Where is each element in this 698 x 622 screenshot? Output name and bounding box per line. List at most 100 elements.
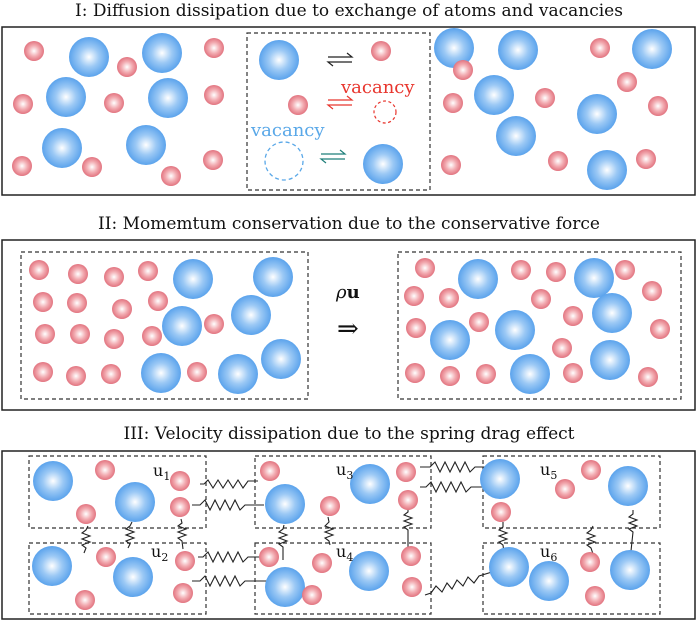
small-red-atom xyxy=(35,324,55,344)
large-blue-atom xyxy=(142,33,182,73)
small-red-atom xyxy=(82,157,102,177)
small-red-atom xyxy=(402,577,422,597)
small-red-atom xyxy=(617,72,637,92)
small-red-atom xyxy=(204,314,224,334)
spring xyxy=(323,516,335,546)
equilibrium-arrow-red xyxy=(326,95,354,110)
large-blue-atom xyxy=(261,339,301,379)
small-red-atom xyxy=(312,553,332,573)
large-blue-atom xyxy=(610,550,650,590)
small-red-atom xyxy=(66,366,86,386)
small-red-atom xyxy=(440,366,460,386)
large-blue-atom xyxy=(434,28,474,68)
panel3-title: III: Velocity dissipation due to the spr… xyxy=(123,424,575,444)
small-red-atom xyxy=(401,546,421,566)
spring xyxy=(420,480,490,494)
small-red-atom xyxy=(170,471,190,491)
vacancy-blue-label: vacancy xyxy=(250,120,325,141)
small-red-atom xyxy=(33,292,53,312)
vacancy-red-label: vacancy xyxy=(340,77,415,98)
spring xyxy=(424,571,493,596)
velocity-label-2: u2 xyxy=(151,542,168,564)
large-blue-atom xyxy=(141,353,181,393)
panel2-frame xyxy=(1,239,696,411)
panel1-title: I: Diffusion dissipation due to exchange… xyxy=(75,1,623,21)
before-box xyxy=(20,251,309,400)
small-red-atom xyxy=(67,293,87,313)
large-blue-atom xyxy=(496,116,536,156)
vacancy-blue-circle xyxy=(264,141,304,181)
small-red-atom xyxy=(441,155,461,175)
small-red-atom xyxy=(648,96,668,116)
small-red-atom xyxy=(204,38,224,58)
small-red-atom xyxy=(581,460,601,480)
large-blue-atom xyxy=(495,310,535,350)
small-red-atom xyxy=(585,586,605,606)
small-red-atom xyxy=(590,38,610,58)
small-red-atom xyxy=(320,496,340,516)
small-red-atom xyxy=(33,362,53,382)
small-red-atom xyxy=(615,260,635,280)
large-blue-atom xyxy=(608,466,648,506)
large-blue-atom xyxy=(265,484,305,524)
large-blue-atom xyxy=(126,125,166,165)
particle-box-6 xyxy=(482,542,661,615)
small-red-atom xyxy=(76,504,96,524)
large-blue-atom xyxy=(113,557,153,597)
small-red-atom xyxy=(548,151,568,171)
large-blue-atom xyxy=(480,459,520,499)
large-blue-atom xyxy=(259,40,299,80)
large-blue-atom xyxy=(458,259,498,299)
large-blue-atom xyxy=(32,546,72,586)
velocity-label-6: u6 xyxy=(540,542,557,564)
particle-box-4 xyxy=(254,542,432,615)
spring xyxy=(585,525,597,555)
particle-box-5 xyxy=(482,455,661,529)
vacancy-red-circle xyxy=(373,100,397,124)
large-blue-atom xyxy=(253,257,293,297)
small-red-atom xyxy=(443,93,463,113)
large-blue-atom xyxy=(498,30,538,70)
small-red-atom xyxy=(70,324,90,344)
small-red-atom xyxy=(302,585,322,605)
spring xyxy=(192,498,264,512)
small-red-atom xyxy=(175,551,195,571)
spring xyxy=(497,522,509,561)
large-blue-atom xyxy=(162,306,202,346)
particle-box-3 xyxy=(254,455,432,529)
large-blue-atom xyxy=(430,320,470,360)
small-red-atom xyxy=(104,329,124,349)
small-red-atom xyxy=(396,462,416,482)
velocity-label-5: u5 xyxy=(540,460,557,482)
small-red-atom xyxy=(29,260,49,280)
small-red-atom xyxy=(187,362,207,382)
panel2-title: II: Momemtum conservation due to the con… xyxy=(98,214,600,234)
small-red-atom xyxy=(138,261,158,281)
small-red-atom xyxy=(203,150,223,170)
large-blue-atom xyxy=(510,354,550,394)
small-red-atom xyxy=(531,289,551,309)
flux-rho: ρ xyxy=(335,282,347,303)
velocity-label-4: u4 xyxy=(336,542,353,564)
small-red-atom xyxy=(650,319,670,339)
flux-u: u xyxy=(347,282,360,303)
small-red-atom xyxy=(439,288,459,308)
small-red-atom xyxy=(161,166,181,186)
small-red-atom xyxy=(204,85,224,105)
spring xyxy=(402,506,414,550)
spring xyxy=(277,524,289,560)
small-red-atom xyxy=(415,258,435,278)
large-blue-atom xyxy=(265,567,305,607)
small-red-atom xyxy=(260,461,280,481)
large-blue-atom xyxy=(148,78,188,118)
small-red-atom xyxy=(405,363,425,383)
spring xyxy=(627,510,639,552)
small-red-atom xyxy=(101,364,121,384)
springs xyxy=(80,460,639,596)
small-red-atom xyxy=(95,460,115,480)
small-red-atom xyxy=(104,267,124,287)
large-blue-atom xyxy=(46,77,86,117)
exchange-arrows xyxy=(319,52,354,164)
large-blue-atom xyxy=(474,75,514,115)
small-red-atom xyxy=(453,60,473,80)
